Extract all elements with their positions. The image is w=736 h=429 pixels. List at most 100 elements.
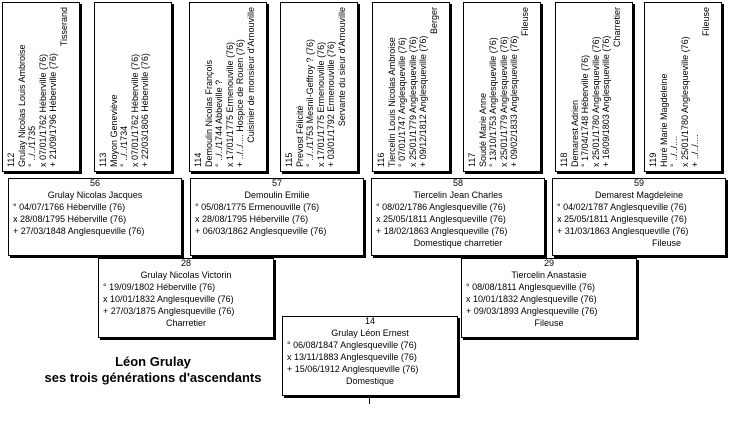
person-number: 113 [98,152,108,167]
death-event: + 18/02/1863 Anglesqueville (76) [376,226,508,236]
person-name: Prevost Félicité [294,105,305,167]
person-box-28[interactable]: 28 Grulay Nicolas Victorin ° 19/09/1802 … [98,258,274,338]
occupation: Charretier [611,7,622,48]
death-event: + 15/06/1912 Anglesqueville (76) [287,364,419,374]
birth-event: ° 08/02/1786 Anglesqueville (76) [376,202,506,212]
person-box-59[interactable]: 59 Demarest Magdeleine ° 04/02/1787 Angl… [552,178,726,256]
person-name: Grulay Nicolas Louis Ambroise [16,44,27,167]
person-number: 29 [543,258,554,268]
marriage-event: x 25/01/1780 Anglesqueville (76) [590,36,601,167]
death-event: + 31/03/1863 Anglesqueville (76) [557,226,689,236]
marriage-event: x 25/01/1780 Anglesqueville (76) [679,36,690,167]
occupation: Tisserand [58,7,69,47]
marriage-event: x 07/01/1762 Héberville (76) [129,53,140,167]
marriage-event: x 07/01/1762 Héberville (76) [37,53,48,167]
occupation: Servante du sieur d'Arnouville [336,7,347,127]
person-number: 57 [271,178,282,188]
marriage-event: x 10/01/1832 Anglesqueville (76) [466,294,597,304]
death-event: + 21/09/1796 Héberville (76) [48,53,58,167]
birth-event: ° ../../1744 Abbeville ? [214,79,224,167]
marriage-event: x 28/08/1795 Héberville (76) [13,214,127,224]
death-event: + 16/09/1803 Anglesqueville (76) [601,35,611,167]
person-box-118[interactable]: 118 Demarest Adrien ° 17/04/1748 Hébervi… [555,2,633,172]
birth-event: ° 06/08/1847 Anglesqueville (76) [287,340,417,350]
occupation: Fileuse [700,7,711,37]
marriage-event: x 25/05/1811 Anglesqueville (76) [557,214,687,224]
person-name: Tiercelin Jean Charles [413,190,503,200]
person-box-58[interactable]: 58 Tiercelin Jean Charles ° 08/02/1786 A… [371,178,545,256]
death-event: + 09/03/1893 Anglesqueville (76) [466,306,598,316]
person-name: Demoulin Nicolas François [203,59,214,167]
marriage-event: x 13/11/1883 Anglesqueville (76) [287,352,417,362]
occupation: Cuisinier de monsieur d'Arnouville [245,7,256,143]
birth-event: ° 08/08/1811 Anglesqueville (76) [466,282,596,292]
person-number: 119 [648,152,658,167]
birth-event: ° 19/09/1802 Héberville (76) [103,282,216,292]
occupation: Domestique charretier [413,238,503,248]
death-event: + 06/03/1862 Anglesqueville (76) [195,226,327,236]
birth-event: ° 13/10/1753 Anglesqueville (76) [488,37,498,167]
person-name: Demarest Adrien [569,99,580,167]
person-name: Demarest Magdeleine [594,190,684,200]
birth-event: ° 04/07/1766 Héberville (76) [13,202,126,212]
person-box-119[interactable]: 119 Huré Marie Magdeleine ° ../../.... x… [644,2,722,172]
person-number: 116 [376,152,386,167]
marriage-event: x 25/01/1779 Anglesqueville (76) [407,36,418,167]
birth-event: ° ../../1753 Mesnil-Geffroy ? (76) [305,39,315,167]
birth-event: ° 04/02/1787 Anglesqueville (76) [557,202,687,212]
person-number: 117 [467,152,477,167]
person-box-116[interactable]: 116 Tiercelin Louis Nicolas Ambroise ° 0… [372,2,450,172]
death-event: + 22/03/1806 Héberville (76) [140,53,150,167]
death-event: + ../../.... Hospice de Rouen (76) [235,39,245,167]
birth-event: ° 17/04/1748 Héberville (76) [580,54,590,167]
person-number: 56 [89,178,100,188]
person-number: 112 [6,152,16,167]
occupation: Fileuse [519,7,530,37]
person-number: 59 [633,178,644,188]
marriage-event: x 25/05/1811 Anglesqueville (76) [376,214,506,224]
person-name: Huré Marie Magdeleine [658,73,669,167]
marriage-event: x 28/08/1795 Héberville (76) [195,214,309,224]
person-box-112[interactable]: 112 Grulay Nicolas Louis Ambroise ° ../.… [2,2,80,172]
person-box-114[interactable]: 114 Demoulin Nicolas François ° ../../17… [189,2,267,172]
birth-event: ° 07/01/1747 Anglesqueville (76) [397,37,407,167]
person-name: Grulay Nicolas Victorin [140,270,232,280]
person-box-14[interactable]: 14 Grulay Léon Ernest ° 06/08/1847 Angle… [282,316,458,396]
marriage-event: x 10/01/1832 Anglesqueville (76) [103,294,234,304]
birth-event: ° ../../1735 [27,125,37,167]
person-box-115[interactable]: 115 Prevost Félicité ° ../../1753 Mesnil… [280,2,358,172]
connector-line [369,398,370,404]
person-name: Grulay Nicolas Jacques [47,190,143,200]
chart-title: Léon Grulay ses trois générations d'asce… [28,354,278,386]
person-name: Soudé Marie Anne [477,92,488,167]
birth-event: ° ../../.... [669,135,679,167]
person-box-57[interactable]: 57 Demoulin Emilie ° 05/08/1775 Ermenouv… [190,178,364,256]
person-number: 14 [364,316,375,326]
occupation: Fileuse [651,238,681,248]
death-event: + ../../.... [690,134,700,167]
person-name: Grulay Léon Ernest [331,328,409,338]
occupation: Domestique [345,376,395,386]
person-box-113[interactable]: 113 Moyon Geneviève ° ../../1734 x 07/01… [94,2,172,172]
marriage-event: x 17/01/1775 Ermenouville (76) [315,41,326,167]
marriage-event: x 25/01/1779 Anglesqueville (76) [498,36,509,167]
marriage-event: x 17/01/1775 Ermenouville (76) [224,41,235,167]
death-event: + 09/12/1812 Anglesqueville (76) [418,35,428,167]
person-box-56[interactable]: 56 Grulay Nicolas Jacques ° 04/07/1766 H… [8,178,182,256]
person-box-29[interactable]: 29 Tiercelin Anastasie ° 08/08/1811 Angl… [461,258,637,338]
death-event: + 03/01/1792 Ermenouville (76) [326,41,336,167]
death-event: + 09/02/1833 Anglesqueville (76) [509,35,519,167]
person-number: 114 [193,152,203,167]
occupation: Fileuse [534,318,564,328]
person-number: 58 [452,178,463,188]
death-event: + 27/03/1875 Anglesqueville (76) [103,306,235,316]
birth-event: ° 05/08/1775 Ermenouville (76) [195,202,320,212]
title-line-2: ses trois générations d'ascendants [44,370,262,385]
person-name: Demoulin Emilie [244,190,310,200]
person-box-117[interactable]: 117 Soudé Marie Anne ° 13/10/1753 Angles… [463,2,541,172]
occupation: Charretier [165,318,206,328]
death-event: + 27/03/1848 Anglesqueville (76) [13,226,145,236]
person-number: 28 [180,258,191,268]
birth-event: ° ../../1734 [119,125,129,167]
